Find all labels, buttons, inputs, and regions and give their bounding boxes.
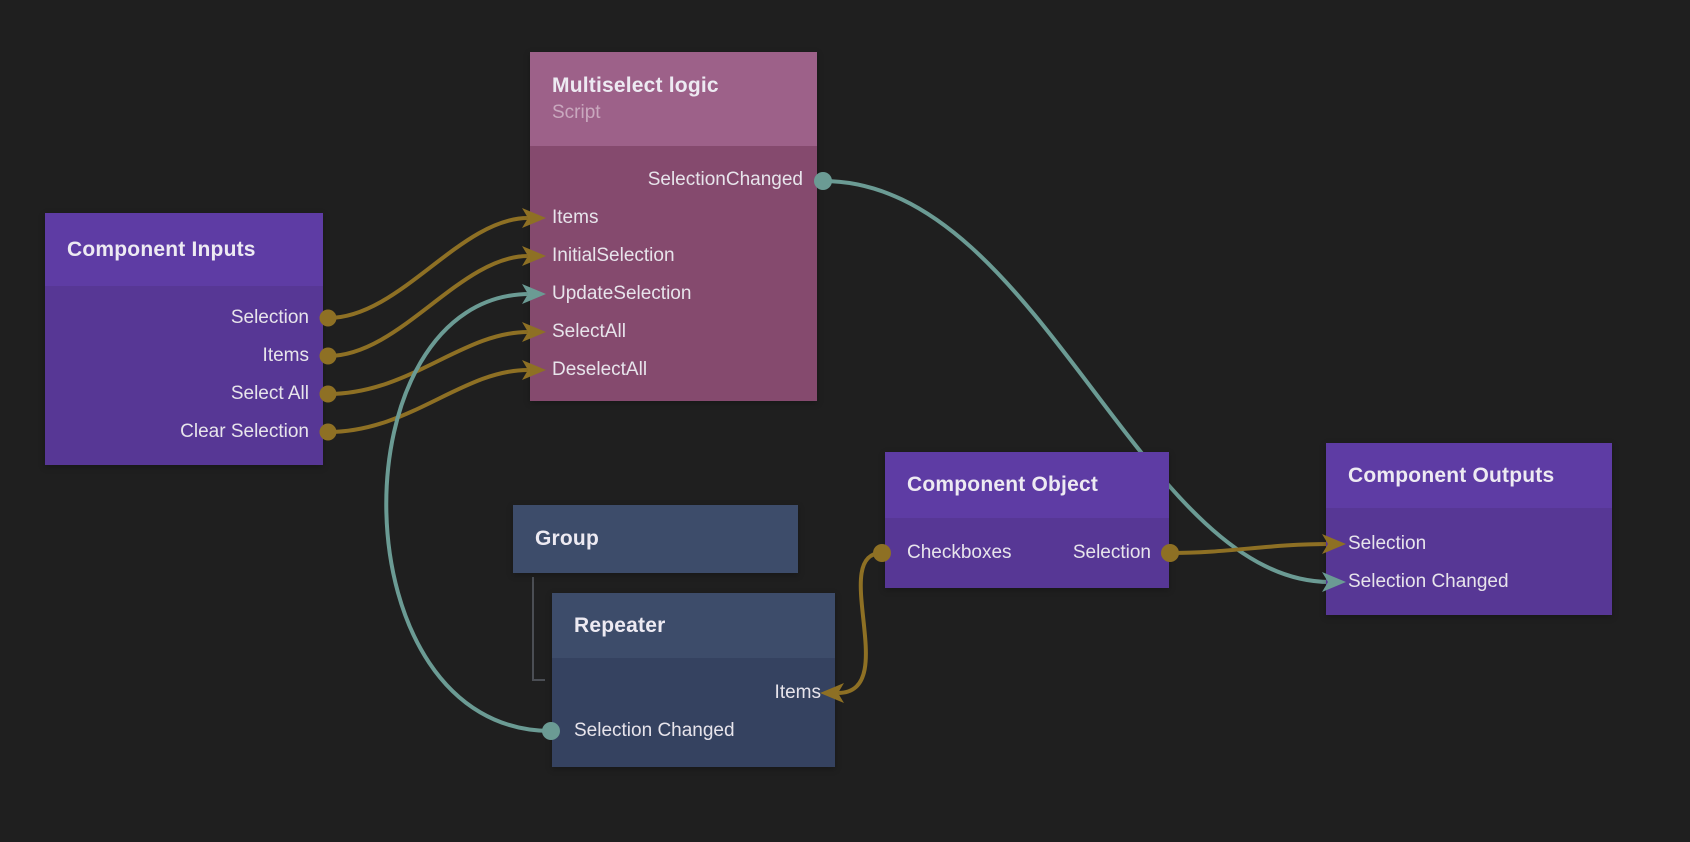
node-title: Multiselect logic bbox=[552, 74, 719, 97]
node-title: Component Outputs bbox=[1348, 463, 1555, 487]
node-component-object[interactable]: Component Object Checkboxes Selection bbox=[885, 452, 1169, 588]
port-deselectall[interactable]: DeselectAll bbox=[530, 351, 817, 389]
node-component-inputs[interactable]: Component Inputs Selection Items Select … bbox=[45, 213, 323, 465]
port-items[interactable]: Items bbox=[552, 674, 835, 712]
node-body: Checkboxes Selection bbox=[885, 518, 1169, 588]
node-header: Repeater bbox=[552, 593, 835, 658]
node-component-outputs[interactable]: Component Outputs Selection Selection Ch… bbox=[1326, 443, 1612, 615]
port-select-all[interactable]: Select All bbox=[45, 375, 323, 413]
node-group[interactable]: Group bbox=[513, 505, 798, 573]
port-selectionchanged[interactable]: SelectionChanged bbox=[530, 161, 817, 199]
port-label: Items bbox=[262, 345, 309, 366]
port-label: Selection bbox=[230, 307, 309, 328]
group-child-connector bbox=[532, 577, 545, 681]
port-clear-selection[interactable]: Clear Selection bbox=[45, 413, 323, 451]
port-selection[interactable]: Selection bbox=[45, 299, 323, 337]
port-selectall[interactable]: SelectAll bbox=[530, 313, 817, 351]
port-checkboxes[interactable]: Checkboxes bbox=[907, 542, 1012, 563]
port-selection[interactable]: Selection bbox=[1326, 525, 1612, 563]
port-label: UpdateSelection bbox=[552, 283, 692, 304]
node-title: Component Inputs bbox=[67, 237, 256, 261]
port-selection-changed[interactable]: Selection Changed bbox=[1326, 563, 1612, 601]
port-label: Select All bbox=[230, 383, 309, 404]
port-label: InitialSelection bbox=[552, 245, 675, 266]
port-row-checkboxes-selection[interactable]: Checkboxes Selection bbox=[885, 534, 1169, 572]
connection-wire[interactable] bbox=[1168, 542, 1332, 555]
node-header: Group bbox=[513, 505, 798, 573]
port-selection-changed[interactable]: Selection Changed bbox=[552, 712, 835, 750]
port-initialselection[interactable]: InitialSelection bbox=[530, 237, 817, 275]
node-subtitle: Script bbox=[552, 102, 601, 123]
node-title: Component Object bbox=[907, 473, 1099, 496]
port-label: SelectAll bbox=[552, 321, 626, 342]
node-header: Component Inputs bbox=[45, 213, 323, 286]
port-label: DeselectAll bbox=[552, 359, 648, 380]
port-label: Selection Changed bbox=[1348, 571, 1509, 592]
port-label: Selection Changed bbox=[574, 720, 735, 741]
node-body: Selection Selection Changed bbox=[1326, 508, 1612, 615]
node-body: Selection Items Select All Clear Selecti… bbox=[45, 286, 323, 465]
port-items[interactable]: Items bbox=[45, 337, 323, 375]
port-label: Selection bbox=[1348, 533, 1427, 554]
connection-wire[interactable] bbox=[821, 179, 1332, 584]
port-label: Items bbox=[552, 207, 599, 228]
node-multiselect-logic[interactable]: Multiselect logic Script SelectionChange… bbox=[530, 52, 817, 401]
connection-wire[interactable] bbox=[326, 254, 530, 358]
node-header: Component Object bbox=[885, 452, 1169, 518]
port-label: Items bbox=[774, 682, 821, 703]
node-body: Items Selection Changed bbox=[552, 658, 835, 767]
connection-wire[interactable] bbox=[836, 551, 884, 695]
node-header: Multiselect logic Script bbox=[530, 52, 817, 146]
port-items[interactable]: Items bbox=[530, 199, 817, 237]
node-title: Group bbox=[535, 527, 599, 550]
port-selection[interactable]: Selection bbox=[1072, 542, 1151, 563]
port-label: Clear Selection bbox=[180, 421, 309, 442]
node-repeater[interactable]: Repeater Items Selection Changed bbox=[552, 593, 835, 767]
connection-wire[interactable] bbox=[384, 292, 553, 733]
node-title: Repeater bbox=[574, 613, 666, 637]
connection-wire[interactable] bbox=[326, 368, 530, 434]
port-label: SelectionChanged bbox=[647, 169, 803, 190]
connection-wire[interactable] bbox=[326, 330, 530, 396]
node-header: Component Outputs bbox=[1326, 443, 1612, 508]
port-updateselection[interactable]: UpdateSelection bbox=[530, 275, 817, 313]
node-body: SelectionChanged Items InitialSelection … bbox=[530, 146, 817, 401]
connection-wire[interactable] bbox=[326, 216, 530, 320]
